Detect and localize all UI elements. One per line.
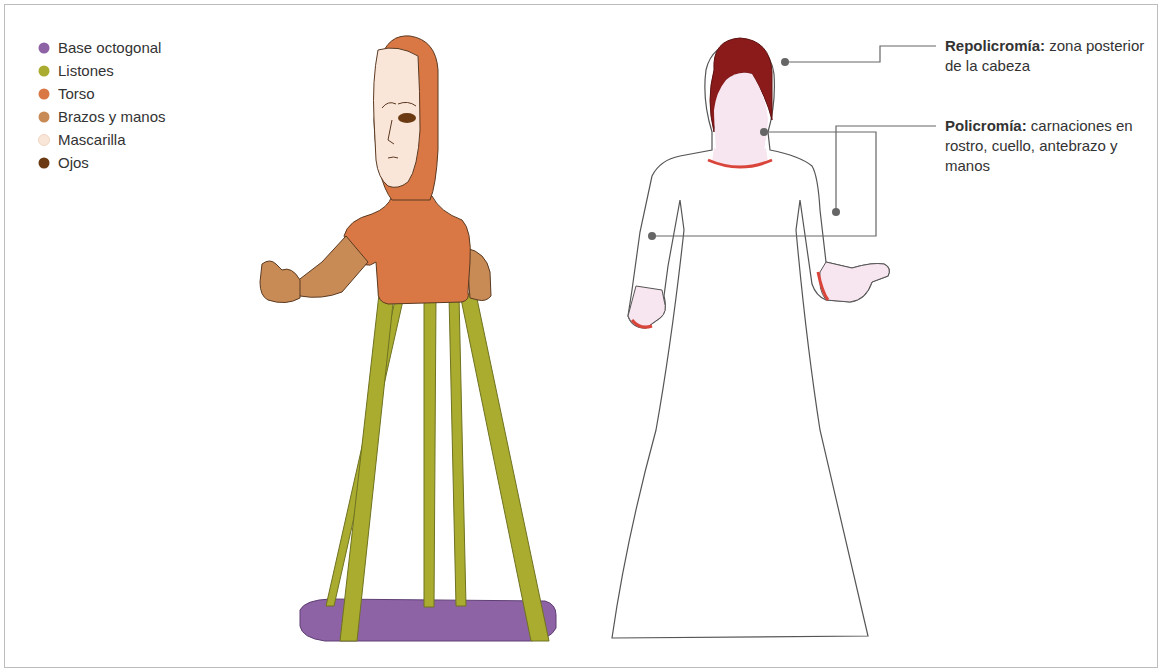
left-hand <box>628 286 665 328</box>
legend-swatch <box>39 134 50 145</box>
legend-text: Mascarilla <box>58 131 126 148</box>
leader-line <box>836 126 936 212</box>
frame <box>5 5 1158 668</box>
torso <box>344 196 470 304</box>
legend-item: Base octogonal <box>38 36 166 59</box>
dress-outline <box>612 42 889 638</box>
hand <box>260 261 300 303</box>
legend-swatch-box <box>38 65 50 77</box>
legend-text: Ojos <box>58 154 89 171</box>
legend-text: Base octogonal <box>58 39 161 56</box>
legend-item: Ojos <box>38 151 166 174</box>
legend-item: Mascarilla <box>38 128 166 151</box>
callout-heading: Policromía: <box>945 117 1027 134</box>
mask <box>374 48 421 187</box>
leader-dots <box>648 58 840 240</box>
eyebrow <box>398 102 416 106</box>
head <box>374 36 438 200</box>
legend-swatch <box>39 65 50 76</box>
legend-swatch <box>39 111 50 122</box>
mouth <box>388 157 398 158</box>
slat <box>340 294 394 641</box>
slats <box>326 294 549 641</box>
legend-item: Brazos y manos <box>38 105 166 128</box>
eye <box>398 113 416 123</box>
legend-swatch-box <box>38 134 50 146</box>
leader-dot <box>760 128 768 136</box>
eyebrow <box>382 103 396 108</box>
leader-line <box>652 132 876 236</box>
legend-swatch <box>39 42 50 53</box>
legend-swatch-box <box>38 42 50 54</box>
nose <box>388 120 394 144</box>
slat <box>424 296 436 607</box>
legend-item: Torso <box>38 82 166 105</box>
legend-swatch-box <box>38 111 50 123</box>
callout: Policromía: carnaciones en rostro, cuell… <box>945 116 1145 176</box>
face <box>714 73 768 156</box>
leader-dot <box>781 58 789 66</box>
legend-swatch-box <box>38 88 50 100</box>
cuff <box>632 320 652 327</box>
neckline <box>708 160 772 167</box>
slat <box>449 296 466 606</box>
cuff <box>818 272 828 300</box>
legend-text: Torso <box>58 85 95 102</box>
leader-dot <box>648 232 656 240</box>
leader-dot <box>832 208 840 216</box>
legend-text: Brazos y manos <box>58 108 166 125</box>
slat <box>460 294 549 641</box>
legend-swatch <box>39 88 50 99</box>
callout: Repolicromía: zona posterior de la cabez… <box>945 36 1145 76</box>
arm <box>296 236 368 297</box>
right-hand <box>820 262 890 302</box>
leader-line <box>785 46 936 62</box>
leader-lines <box>652 46 936 236</box>
legend-item: Listones <box>38 59 166 82</box>
legend-swatch-box <box>38 157 50 169</box>
legend-text: Listones <box>58 62 114 79</box>
callout-heading: Repolicromía: <box>945 37 1045 54</box>
legend: Base octogonalListonesTorsoBrazos y mano… <box>38 36 166 174</box>
legend-swatch <box>39 157 50 168</box>
